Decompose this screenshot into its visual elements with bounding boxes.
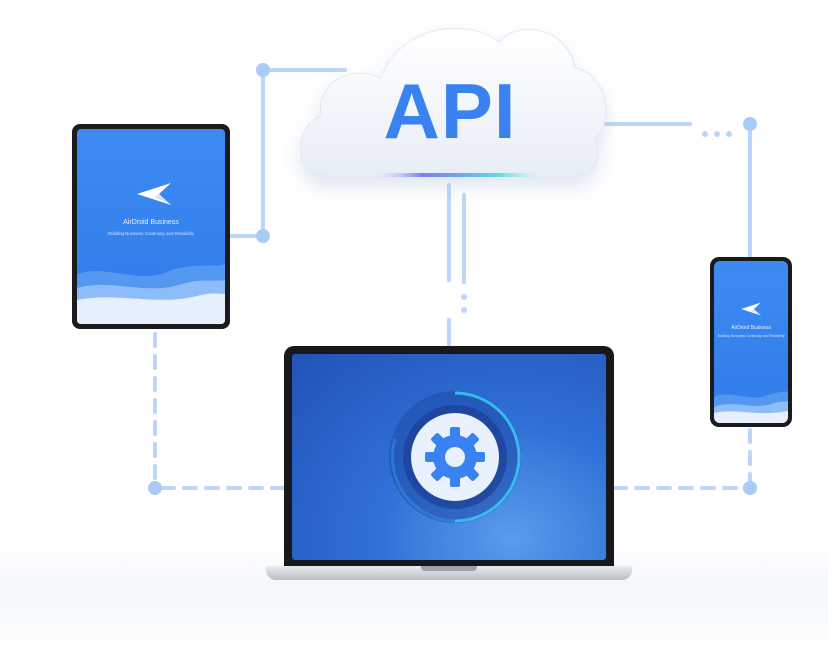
api-cloud: API (285, 8, 615, 208)
laptop-device (284, 346, 614, 568)
wave-decoration (714, 391, 788, 423)
tablet-screen: AirDroid Business Building Business Cont… (77, 129, 225, 324)
wave-decoration (77, 264, 225, 324)
laptop-base (266, 566, 632, 580)
cloud-icon (299, 27, 607, 177)
airdroid-logo-icon (137, 183, 171, 205)
gear-icon (389, 391, 521, 523)
tablet-tagline: Building Business Continuity and Reliabi… (107, 231, 195, 236)
laptop-screen (292, 354, 606, 560)
api-label: API (383, 67, 517, 155)
airdroid-logo-icon (741, 302, 761, 316)
phone-brand-name: AirDroid Business (731, 325, 771, 331)
tablet-device: AirDroid Business Building Business Cont… (72, 124, 230, 329)
phone-tagline: Building Business Continuity and Reliabi… (717, 334, 785, 338)
settings-badge (387, 389, 523, 525)
laptop-notch (421, 566, 477, 571)
phone-screen: AirDroid Business Building Business Cont… (714, 261, 788, 423)
tablet-brand-name: AirDroid Business (123, 219, 179, 226)
phone-device: AirDroid Business Building Business Cont… (710, 257, 792, 427)
